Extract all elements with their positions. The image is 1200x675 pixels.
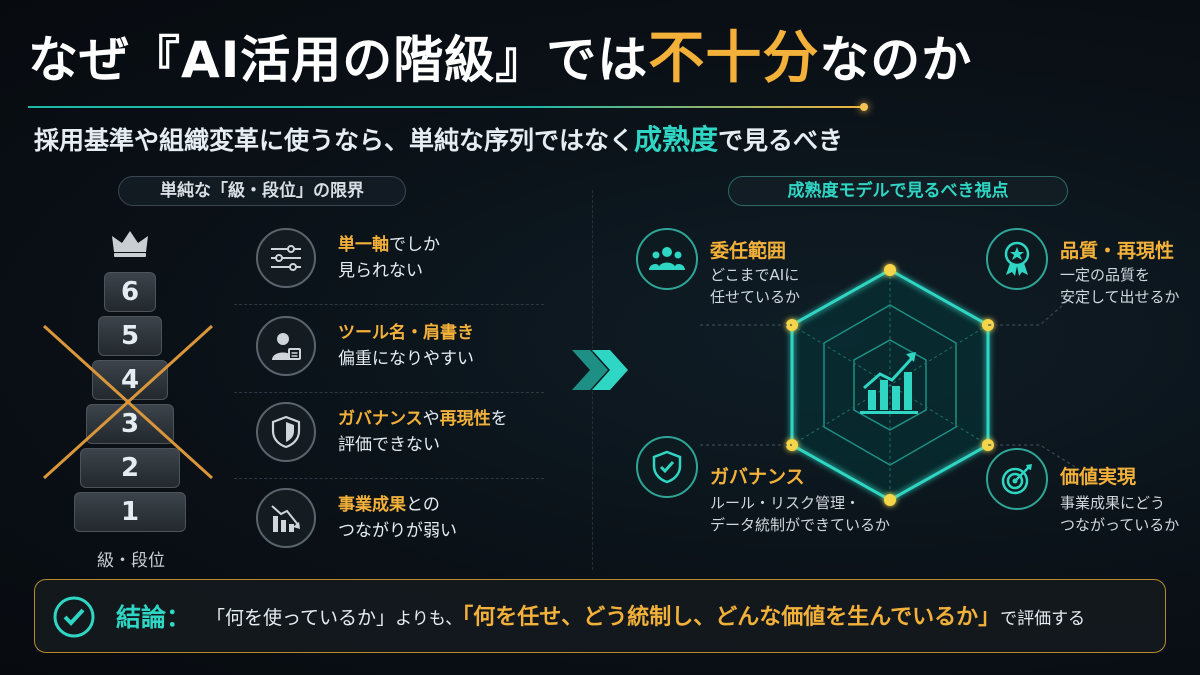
- connector-lines: [700, 289, 1081, 471]
- step-level: 2: [80, 448, 180, 488]
- conclusion-text: 「何を使っているか」よりも、「何を任せ、どう統制し、どんな価値を生んでいるか」で…: [206, 605, 1086, 630]
- subtitle-part2: で見るべき: [718, 126, 844, 155]
- award-icon: [986, 228, 1048, 290]
- team-icon: [636, 228, 698, 290]
- viewpoint-desc: 一定の品質を 安定して出せるか: [1060, 266, 1180, 306]
- title-part1: なぜ『AI活用の階級』では: [28, 31, 649, 89]
- user-badge-icon: [256, 316, 316, 376]
- subtitle: 採用基準や組織変革に使うなら、単純な序列ではなく成熟度で見るべき: [34, 120, 1034, 160]
- viewpoint-title: 価値実現: [1060, 466, 1137, 488]
- title-underline-dot: [860, 103, 868, 111]
- separator: [234, 304, 544, 305]
- separator: [234, 478, 544, 479]
- conclusion-box: [34, 579, 1166, 653]
- crown-icon: [112, 231, 148, 257]
- shield-icon: [256, 402, 316, 462]
- separator: [234, 392, 544, 393]
- viewpoint-title: 品質・再現性: [1060, 240, 1175, 262]
- limit-item: 事業成果との つながりが弱い: [338, 495, 457, 541]
- viewpoint-title: 委任範囲: [710, 240, 787, 262]
- title-highlight: 不十分: [648, 26, 820, 91]
- limit-item: ツール名・肩書き 偏重になりやすい: [338, 323, 474, 369]
- check-circle-icon: [53, 596, 95, 638]
- viewpoint-desc: どこまでAIに 任せているか: [710, 266, 801, 306]
- cross-mark-icon: [42, 324, 214, 480]
- viewpoint-desc: ルール・リスク管理・ データ統制ができているか: [710, 494, 891, 534]
- sliders-icon: [256, 228, 316, 288]
- title-underline: [28, 106, 868, 108]
- limit-item: ガバナンスや再現性を 評価できない: [338, 409, 508, 455]
- step-level: 6: [104, 272, 156, 312]
- right-section-heading: 成熟度モデルで見るべき視点: [728, 176, 1068, 206]
- viewpoint-title: ガバナンス: [710, 466, 805, 488]
- page-title: なぜ『AI活用の階級』では不十分なのか: [28, 18, 1178, 100]
- stair-label: 級・段位: [97, 551, 165, 571]
- step-level: 5: [98, 316, 162, 356]
- subtitle-highlight: 成熟度: [634, 123, 719, 156]
- target-icon: [986, 448, 1048, 510]
- viewpoint-desc: 事業成果にどう つながっているか: [1060, 494, 1180, 534]
- title-part2: なのか: [819, 31, 973, 89]
- chart-down-icon: [256, 488, 316, 548]
- step-level: 1: [74, 492, 186, 532]
- left-section-heading: 単純な「級・段位」の限界: [118, 176, 406, 206]
- subtitle-part1: 採用基準や組織変革に使うなら、単純な序列ではなく: [34, 126, 635, 155]
- conclusion-label: 結論：: [116, 603, 192, 632]
- maturity-hexagon-diagram: [786, 264, 994, 506]
- step-level: 3: [86, 404, 174, 444]
- limit-item: 単一軸でしか 見られない: [338, 235, 440, 281]
- chevron-right-icon: [572, 350, 628, 390]
- shield-check-icon: [636, 436, 698, 498]
